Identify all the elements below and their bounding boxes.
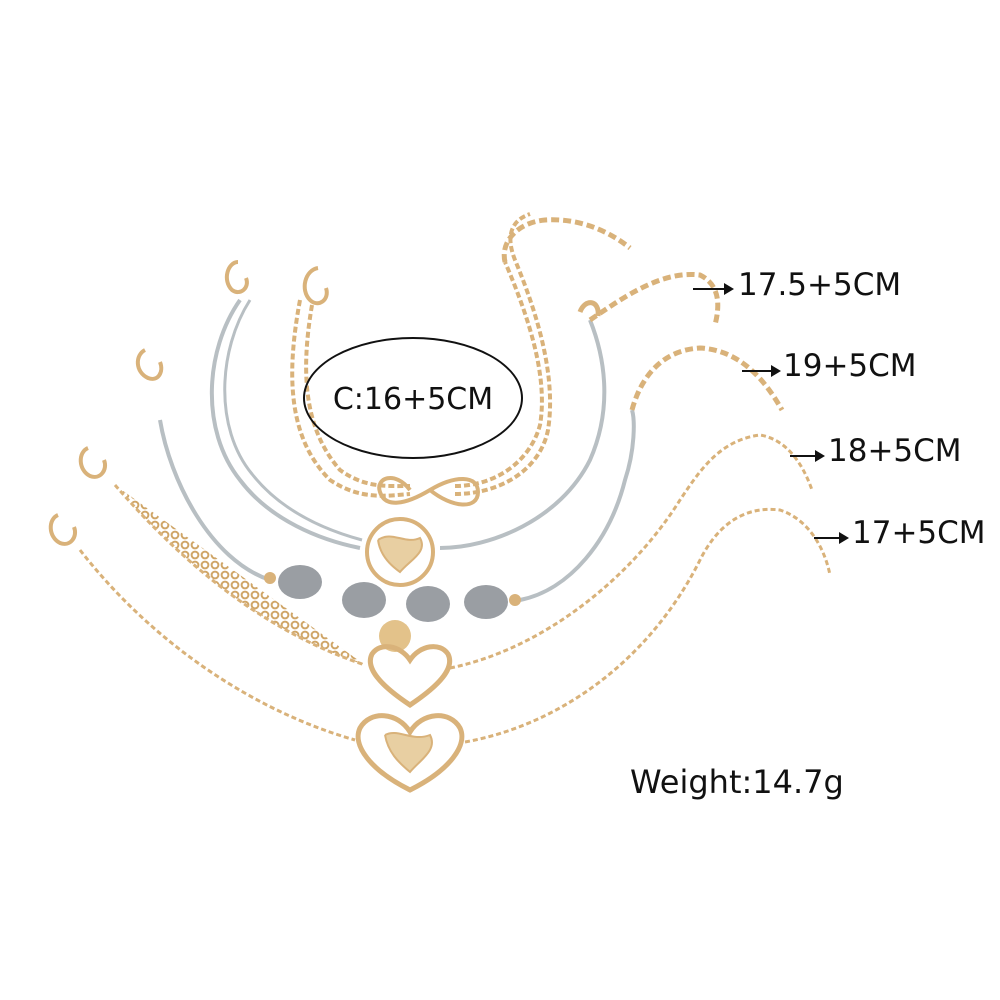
size-ellipse xyxy=(303,337,523,459)
arrow-size-1 xyxy=(693,283,734,295)
heart-world-charm xyxy=(355,713,465,793)
arrow-size-2 xyxy=(742,365,781,377)
lobster-clasp xyxy=(302,266,329,306)
bracelet-heart-world xyxy=(48,507,832,793)
size-label-3: 18+5CM xyxy=(828,433,962,469)
grey-bead xyxy=(406,586,450,622)
grey-bead xyxy=(278,565,322,599)
world-map-charm xyxy=(365,517,435,587)
size-label-1: 17.5+5CM xyxy=(738,267,902,303)
size-label-4: 17+5CM xyxy=(852,515,986,551)
arrow-size-4 xyxy=(814,532,849,544)
bracelet-infinity-double-chain xyxy=(290,212,632,507)
size-label-2: 19+5CM xyxy=(783,348,917,384)
weight-label: Weight:14.7g xyxy=(630,763,844,801)
infinity-charm xyxy=(377,476,481,507)
open-heart-charm xyxy=(367,644,453,709)
bracelet-grey-beads xyxy=(135,345,785,652)
grey-bead xyxy=(342,582,386,618)
bracelet-open-heart xyxy=(78,433,814,709)
arrow-size-3 xyxy=(790,450,825,462)
grey-bead xyxy=(464,585,508,619)
disc-pendant xyxy=(379,620,411,652)
bracelet-world-disc-cord xyxy=(209,260,721,587)
size-c-label: C:16+5CM xyxy=(332,382,494,417)
